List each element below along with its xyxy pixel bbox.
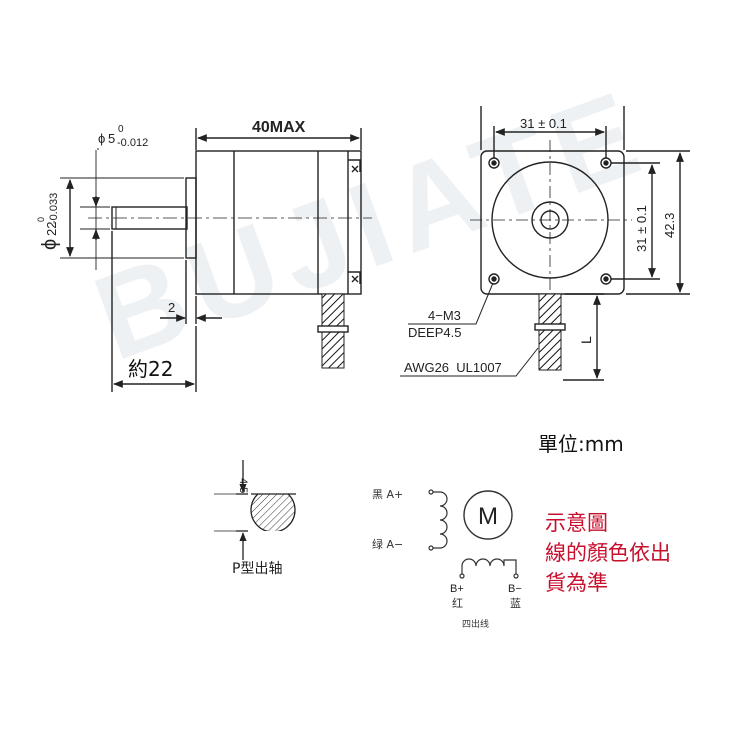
boss-dia-label: ϕ 22 0 -0.033 bbox=[36, 193, 61, 250]
watermark: BUJIATE bbox=[79, 63, 665, 385]
note-line-2: 線的顏色依出 bbox=[545, 541, 671, 565]
color-note: 示意圖 線的顏色依出 貨為準 bbox=[545, 508, 671, 598]
svg-text:0: 0 bbox=[118, 124, 124, 135]
svg-text:ϕ: ϕ bbox=[39, 239, 61, 250]
body-length-label: 40MAX bbox=[252, 119, 306, 136]
b-plus-label: B+ bbox=[450, 583, 464, 595]
unit-label: 單位:mm bbox=[538, 432, 624, 456]
note-line-1: 示意圖 bbox=[545, 511, 608, 535]
b-minus-color-label: 蓝 bbox=[510, 597, 521, 610]
hole-spec-label: 4−M3 bbox=[428, 308, 461, 323]
a-minus-label: 绿 A− bbox=[372, 537, 403, 551]
svg-text:-0.033: -0.033 bbox=[48, 193, 60, 224]
svg-text:ϕ: ϕ bbox=[98, 131, 105, 146]
hole-spacing-v-label: 31 ± 0.1 bbox=[634, 205, 649, 252]
hole-depth-label: DEEP4.5 bbox=[408, 325, 461, 340]
motor-symbol-label: M bbox=[478, 503, 498, 530]
svg-text:22: 22 bbox=[44, 222, 59, 236]
svg-text:-0.012: -0.012 bbox=[117, 137, 148, 149]
shaft-length-label: 約22 bbox=[128, 357, 173, 381]
wiring-caption: 四出线 bbox=[462, 618, 489, 630]
shaft bbox=[111, 206, 188, 230]
hole-spacing-h-label: 31 ± 0.1 bbox=[520, 116, 567, 131]
mount-hole-bl bbox=[488, 273, 500, 285]
shaft-profile-caption: P型出轴 bbox=[232, 561, 282, 577]
motor-symbol bbox=[463, 490, 513, 540]
front-cable bbox=[538, 293, 562, 371]
flange-size-label: 42.3 bbox=[662, 213, 677, 238]
wire-spec-label: AWG26 UL1007 bbox=[404, 360, 502, 375]
boss-height-label: 2 bbox=[168, 300, 175, 315]
front-view bbox=[400, 106, 690, 381]
svg-text:5: 5 bbox=[108, 131, 115, 146]
svg-text:0: 0 bbox=[36, 217, 46, 222]
flat-depth-label: 4.5 bbox=[237, 478, 249, 493]
note-line-3: 貨為準 bbox=[545, 571, 608, 595]
wiring-diagram bbox=[428, 489, 519, 579]
a-plus-label: 黑 A+ bbox=[372, 488, 403, 501]
cable-length-label: L bbox=[578, 336, 594, 344]
b-plus-color-label: 红 bbox=[452, 597, 463, 610]
motor-body bbox=[195, 150, 362, 295]
shaft-profile bbox=[214, 460, 296, 560]
shaft-dia-label: ϕ 5 0 -0.012 bbox=[97, 124, 148, 150]
side-view bbox=[60, 128, 372, 392]
b-minus-label: B− bbox=[508, 583, 522, 595]
